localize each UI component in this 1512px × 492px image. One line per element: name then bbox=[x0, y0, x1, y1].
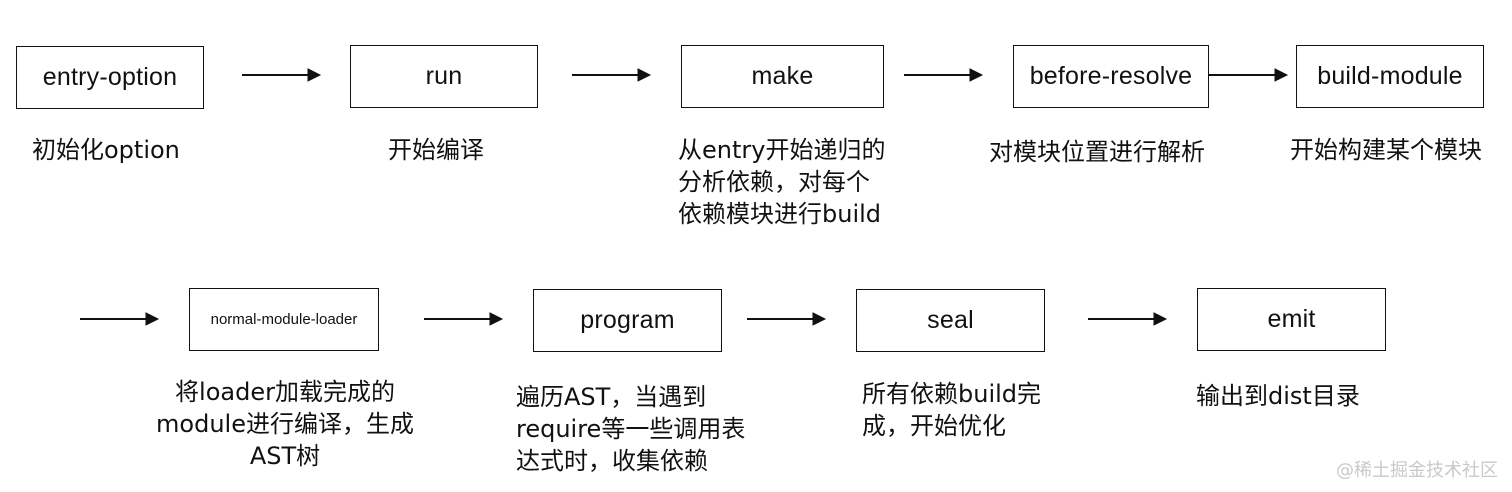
node-run: run bbox=[350, 45, 538, 108]
node-label: program bbox=[580, 306, 675, 334]
desc-run: 开始编译 bbox=[388, 136, 484, 164]
arrow-seal-to-emit bbox=[1088, 312, 1168, 326]
desc-before-resolve: 对模块位置进行解析 bbox=[989, 138, 1205, 166]
node-make: make bbox=[681, 45, 884, 108]
node-build-module: build-module bbox=[1296, 45, 1484, 108]
arrow-make-to-before-resolve bbox=[904, 68, 984, 82]
desc-normal-module-loader: 将loader加载完成的 module进行编译，生成 AST树 bbox=[156, 378, 414, 470]
arrow-before-resolve-to-build-module bbox=[1209, 68, 1289, 82]
arrow-into-normal-module-loader bbox=[80, 312, 160, 326]
node-entry-option: entry-option bbox=[16, 46, 204, 109]
arrow-normal-module-loader-to-program bbox=[424, 312, 504, 326]
desc-build-module: 开始构建某个模块 bbox=[1290, 136, 1482, 164]
node-label: make bbox=[751, 62, 814, 90]
desc-entry-option: 初始化option bbox=[32, 136, 180, 164]
arrow-entry-option-to-run bbox=[242, 68, 322, 82]
node-label: emit bbox=[1267, 305, 1316, 333]
desc-seal: 所有依赖build完 成，开始优化 bbox=[862, 380, 1042, 440]
node-program: program bbox=[533, 289, 722, 352]
desc-program: 遍历AST，当遇到 require等一些调用表 达式时，收集依赖 bbox=[516, 383, 746, 475]
node-emit: emit bbox=[1197, 288, 1386, 351]
node-label: seal bbox=[927, 306, 974, 334]
node-seal: seal bbox=[856, 289, 1045, 352]
node-normal-module-loader: normal-module-loader bbox=[189, 288, 379, 351]
node-label: build-module bbox=[1317, 62, 1463, 90]
watermark: @稀土掘金技术社区 bbox=[1336, 460, 1498, 481]
arrow-run-to-make bbox=[572, 68, 652, 82]
node-label: normal-module-loader bbox=[210, 311, 358, 328]
node-label: run bbox=[425, 62, 463, 90]
desc-emit: 输出到dist目录 bbox=[1196, 382, 1360, 410]
node-label: before-resolve bbox=[1029, 62, 1193, 90]
desc-make: 从entry开始递归的 分析依赖，对每个 依赖模块进行build bbox=[678, 136, 886, 228]
node-before-resolve: before-resolve bbox=[1013, 45, 1209, 108]
node-label: entry-option bbox=[42, 63, 178, 91]
arrow-program-to-seal bbox=[747, 312, 827, 326]
